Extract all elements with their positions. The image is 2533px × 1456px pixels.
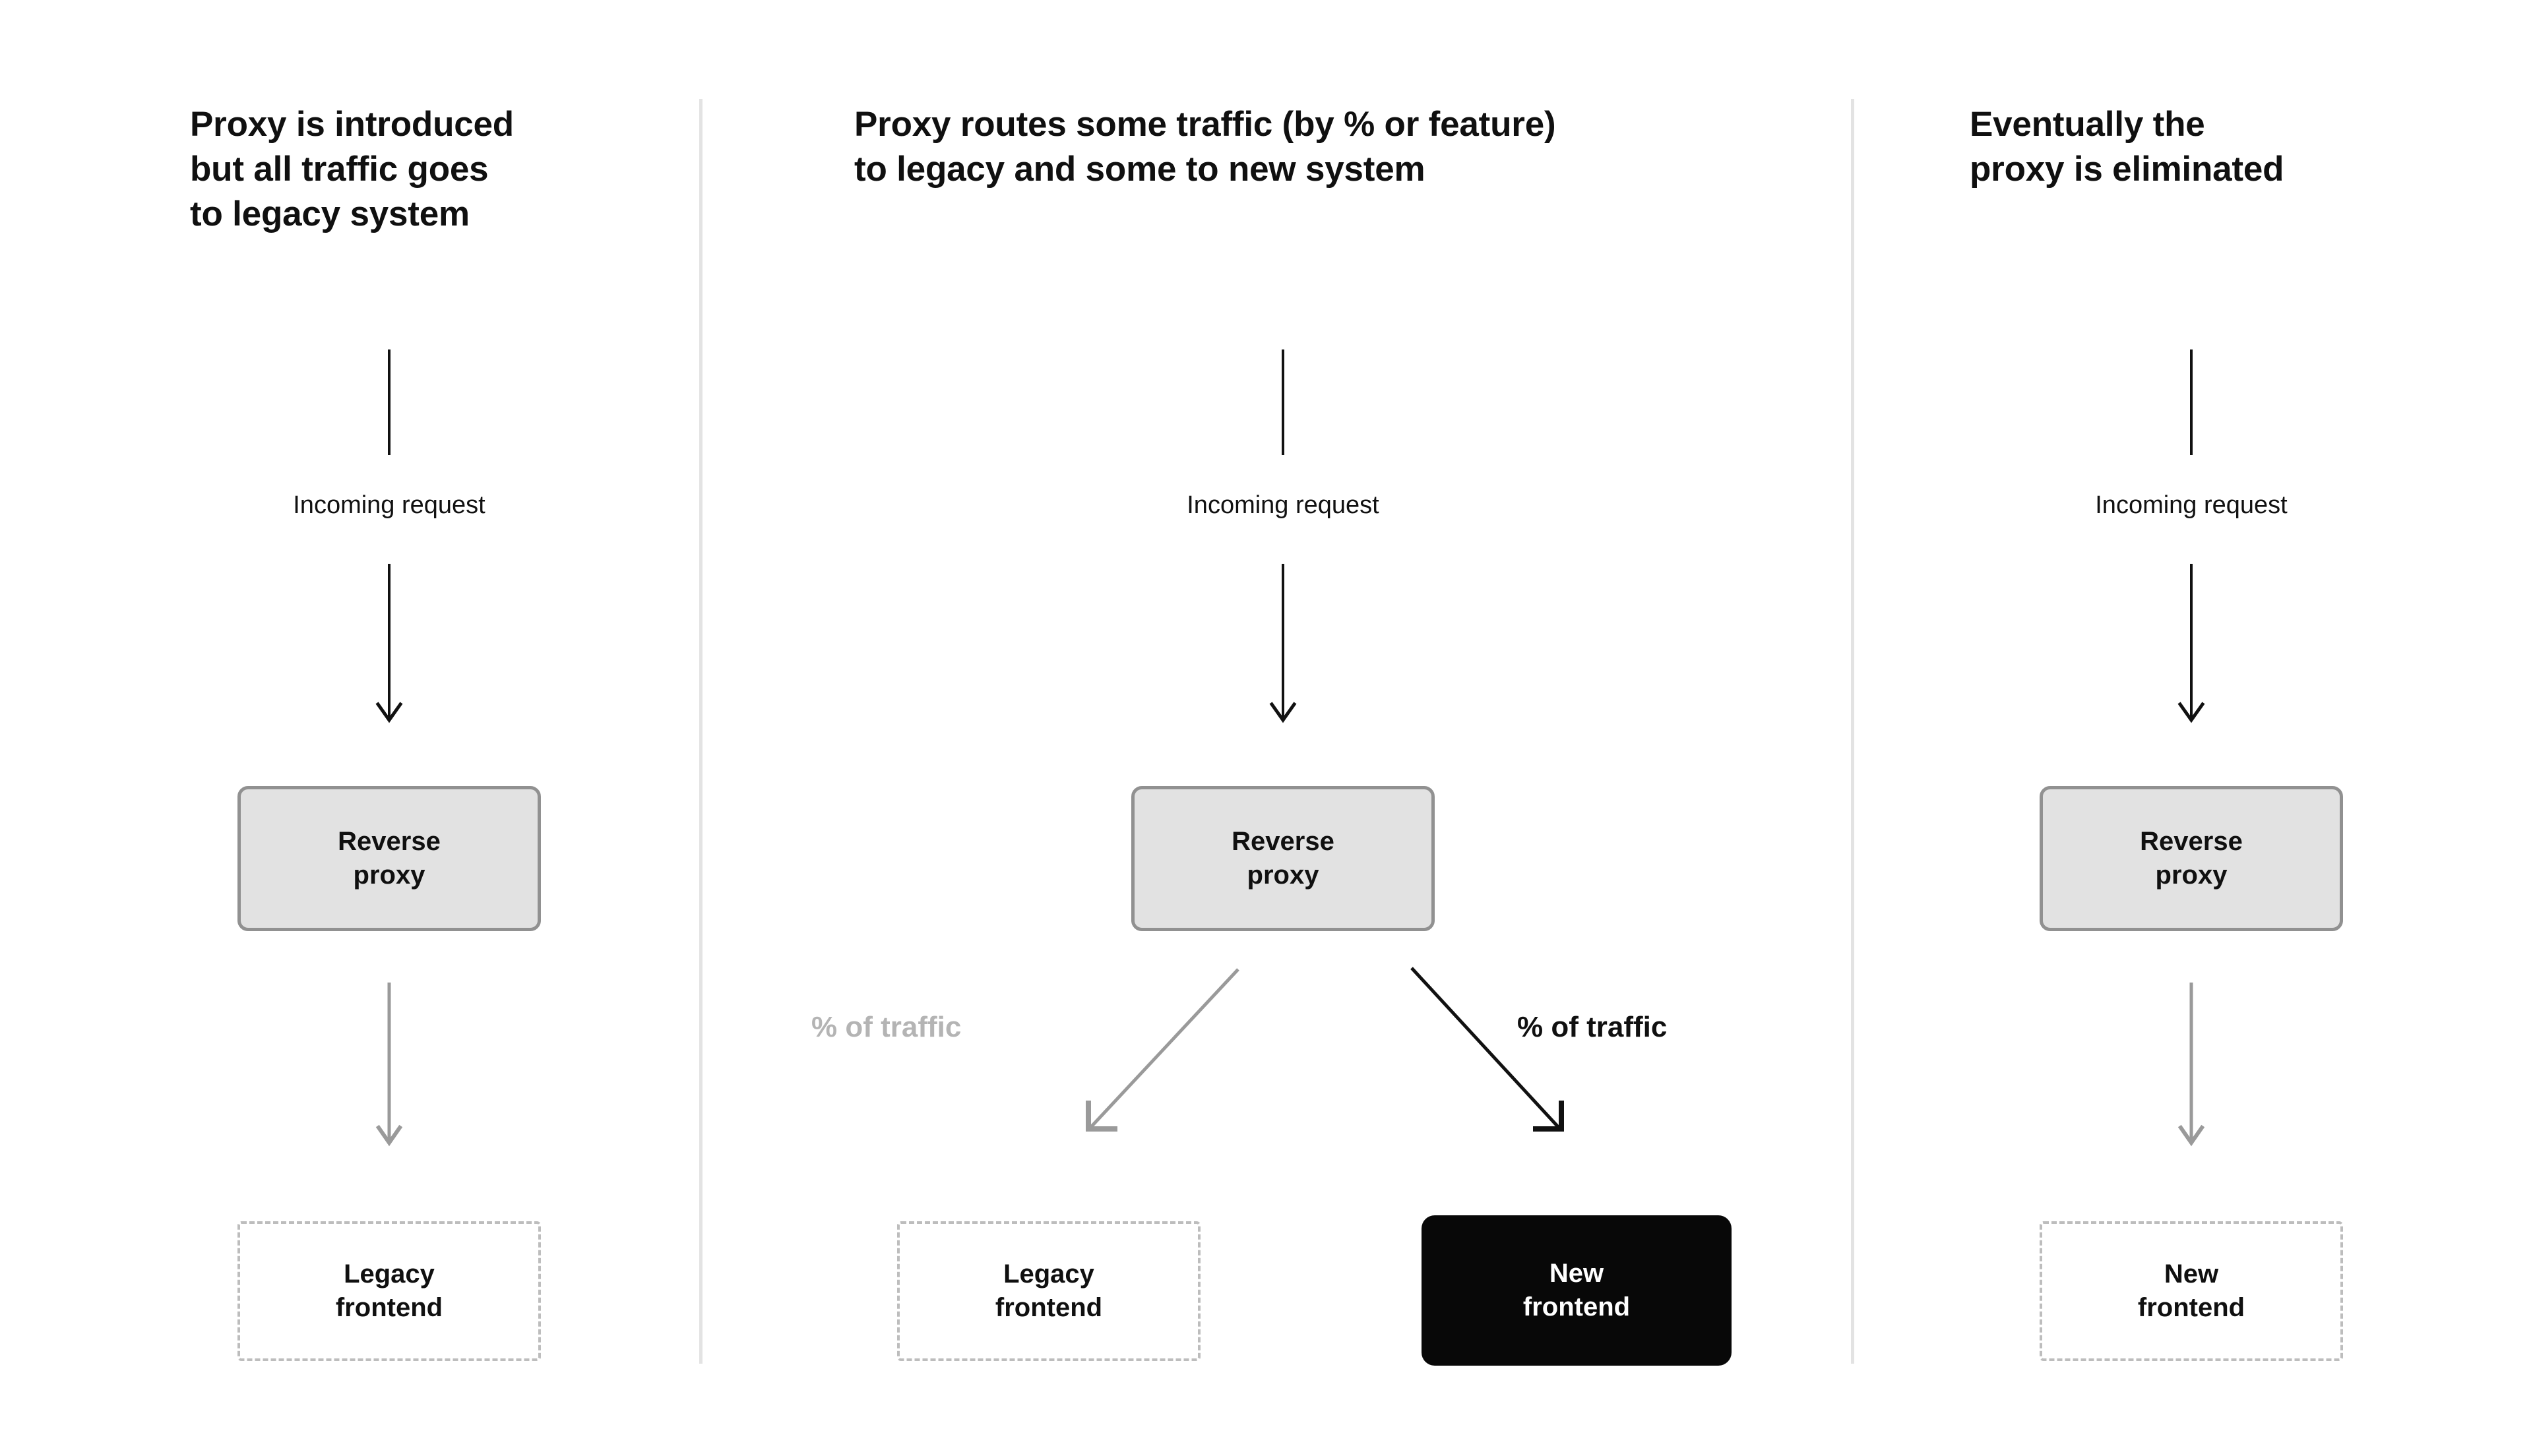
legacy-frontend-box[interactable]: Legacy frontend [897, 1221, 1201, 1361]
proxy-to-legacy-arrow-icon [375, 983, 403, 1147]
reverse-proxy-box[interactable]: Reverse proxy [2040, 786, 2343, 931]
request-arrow-down-icon [1269, 564, 1297, 723]
proxy-to-new-frontend-arrow-icon [2177, 983, 2205, 1147]
percent-traffic-label-right: % of traffic [1517, 1011, 1668, 1043]
branch-arrow-left-icon [1086, 968, 1239, 1132]
column-divider-1 [699, 99, 703, 1364]
incoming-request-label: Incoming request [1187, 491, 1379, 519]
new-frontend-box[interactable]: New frontend [1422, 1215, 1732, 1366]
stage-column-1: Proxy is introduced but all traffic goes… [0, 0, 699, 1456]
reverse-proxy-box[interactable]: Reverse proxy [237, 786, 541, 931]
stage-1-heading: Proxy is introduced but all traffic goes… [190, 105, 514, 233]
percent-traffic-label-left: % of traffic [811, 1011, 962, 1043]
incoming-line-segment [388, 349, 391, 455]
legacy-frontend-box[interactable]: Legacy frontend [237, 1221, 541, 1361]
stage-column-2: Proxy routes some traffic (by % or featu… [703, 0, 1851, 1456]
stage-column-3: Eventually the proxy is eliminated Incom… [1854, 0, 2533, 1456]
stage-3-heading: Eventually the proxy is eliminated [1970, 105, 2284, 189]
incoming-line-segment [2190, 349, 2193, 455]
new-frontend-box[interactable]: New frontend [2040, 1221, 2343, 1361]
stage-2-heading: Proxy routes some traffic (by % or featu… [854, 105, 1556, 189]
reverse-proxy-box[interactable]: Reverse proxy [1131, 786, 1435, 931]
request-arrow-down-icon [2177, 564, 2205, 723]
incoming-request-label: Incoming request [2095, 491, 2288, 519]
incoming-request-label: Incoming request [293, 491, 485, 519]
request-arrow-down-icon [375, 564, 403, 723]
incoming-line-segment [1282, 349, 1284, 455]
column-divider-2 [1851, 99, 1854, 1364]
branch-arrow-right-icon [1410, 967, 1564, 1132]
